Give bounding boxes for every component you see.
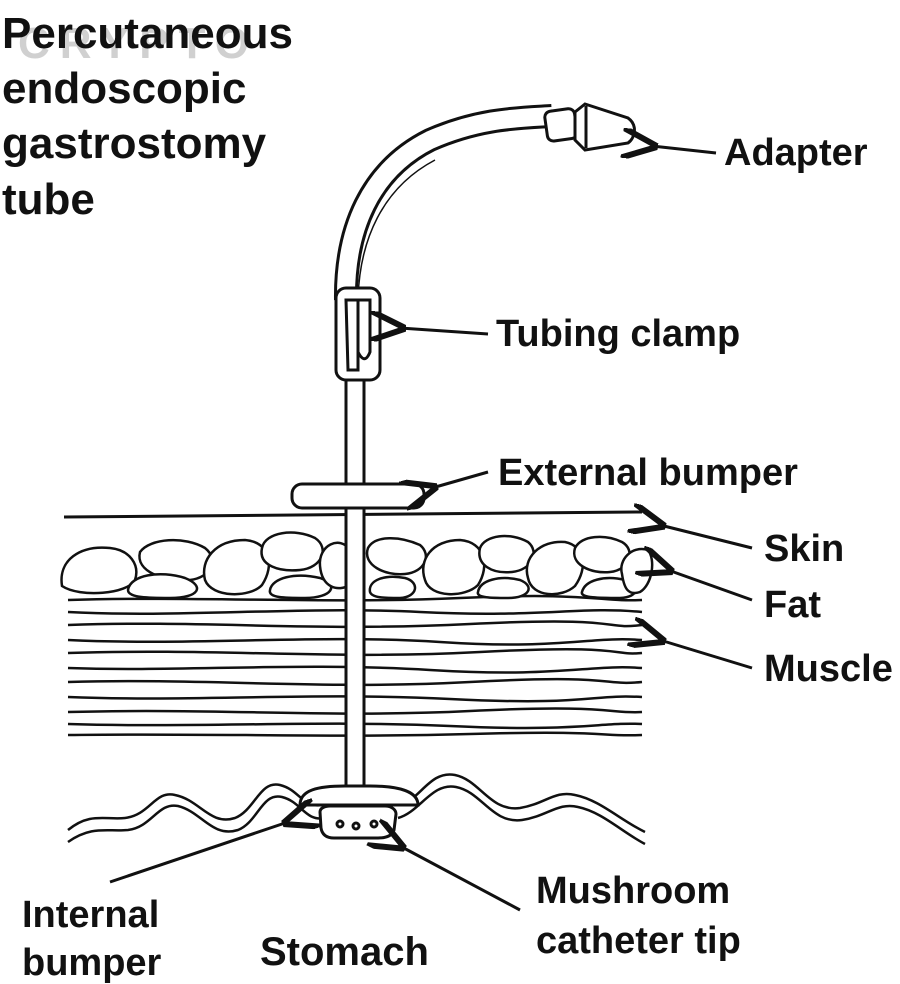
adapter-shape bbox=[543, 102, 636, 152]
leader-tubing-clamp bbox=[400, 328, 489, 334]
leader-skin bbox=[660, 525, 753, 550]
muscle-layer bbox=[67, 594, 643, 737]
external-bumper-shape bbox=[290, 482, 426, 510]
label-skin: Skin bbox=[764, 528, 845, 570]
leader-mushroom bbox=[400, 846, 521, 912]
label-internal-line1: Internal bbox=[22, 894, 160, 936]
leader-lines bbox=[109, 146, 753, 912]
label-fat: Fat bbox=[764, 584, 821, 626]
tubing-clamp-shape bbox=[334, 286, 382, 382]
leader-external-bumper bbox=[432, 470, 489, 488]
label-internal-line2: bumper bbox=[22, 942, 162, 984]
label-mushroom-line1: Mushroom bbox=[536, 870, 731, 912]
label-muscle: Muscle bbox=[764, 648, 893, 690]
title-line-1: Percutaneous bbox=[2, 9, 293, 58]
leader-adapter bbox=[652, 146, 717, 153]
label-external-bumper: External bumper bbox=[498, 452, 798, 494]
title-line-4: tube bbox=[2, 175, 95, 224]
label-adapter: Adapter bbox=[724, 132, 868, 174]
title-line-3: gastrostomy bbox=[2, 119, 267, 168]
leader-fat bbox=[668, 570, 753, 602]
watermark: CRYPTO bbox=[18, 19, 259, 68]
leader-internal-bumper bbox=[109, 822, 288, 884]
fat-layer bbox=[60, 531, 654, 600]
label-mushroom-line2: catheter tip bbox=[536, 920, 741, 962]
label-tubing-clamp: Tubing clamp bbox=[496, 313, 741, 355]
label-stomach: Stomach bbox=[260, 930, 429, 974]
tube bbox=[344, 378, 366, 802]
tube-curve bbox=[333, 104, 553, 301]
title-line-2: endoscopic bbox=[2, 64, 247, 113]
internal-bumper-shape bbox=[298, 784, 420, 840]
leader-muscle bbox=[660, 640, 753, 670]
